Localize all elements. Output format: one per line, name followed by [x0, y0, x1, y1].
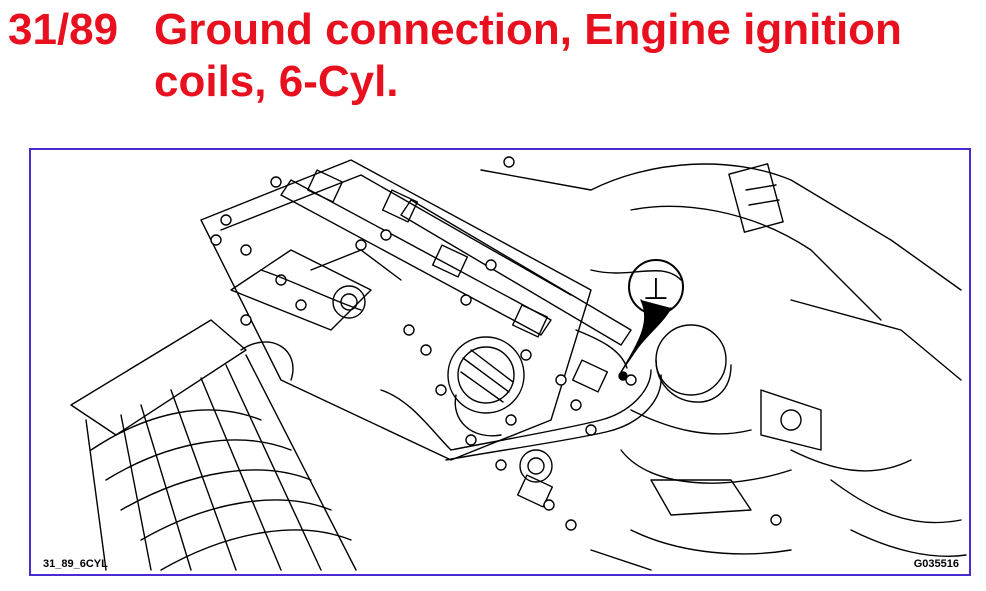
- engine-block-right: [480, 163, 967, 571]
- section-title: Ground connection, Engine ignition coils…: [154, 5, 902, 106]
- ignition-coils: [306, 169, 609, 508]
- wiring-harness: [260, 269, 662, 461]
- section-number: 31/89: [8, 5, 119, 54]
- ground-symbol-icon: ⊥: [643, 272, 669, 307]
- bolts: [210, 156, 782, 531]
- intake-manifold: [70, 319, 357, 571]
- oil-filler-cap: [447, 336, 525, 437]
- engine-diagram: ⊥: [70, 156, 967, 571]
- figure-reference-left: 31_89_6CYL: [43, 558, 108, 570]
- engine-diagram-frame: ⊥ 31_89_6CYL G035516: [29, 148, 971, 576]
- ground-point-marker: [618, 259, 684, 381]
- fuel-rail: [280, 179, 552, 336]
- figure-reference-right: G035516: [913, 558, 959, 570]
